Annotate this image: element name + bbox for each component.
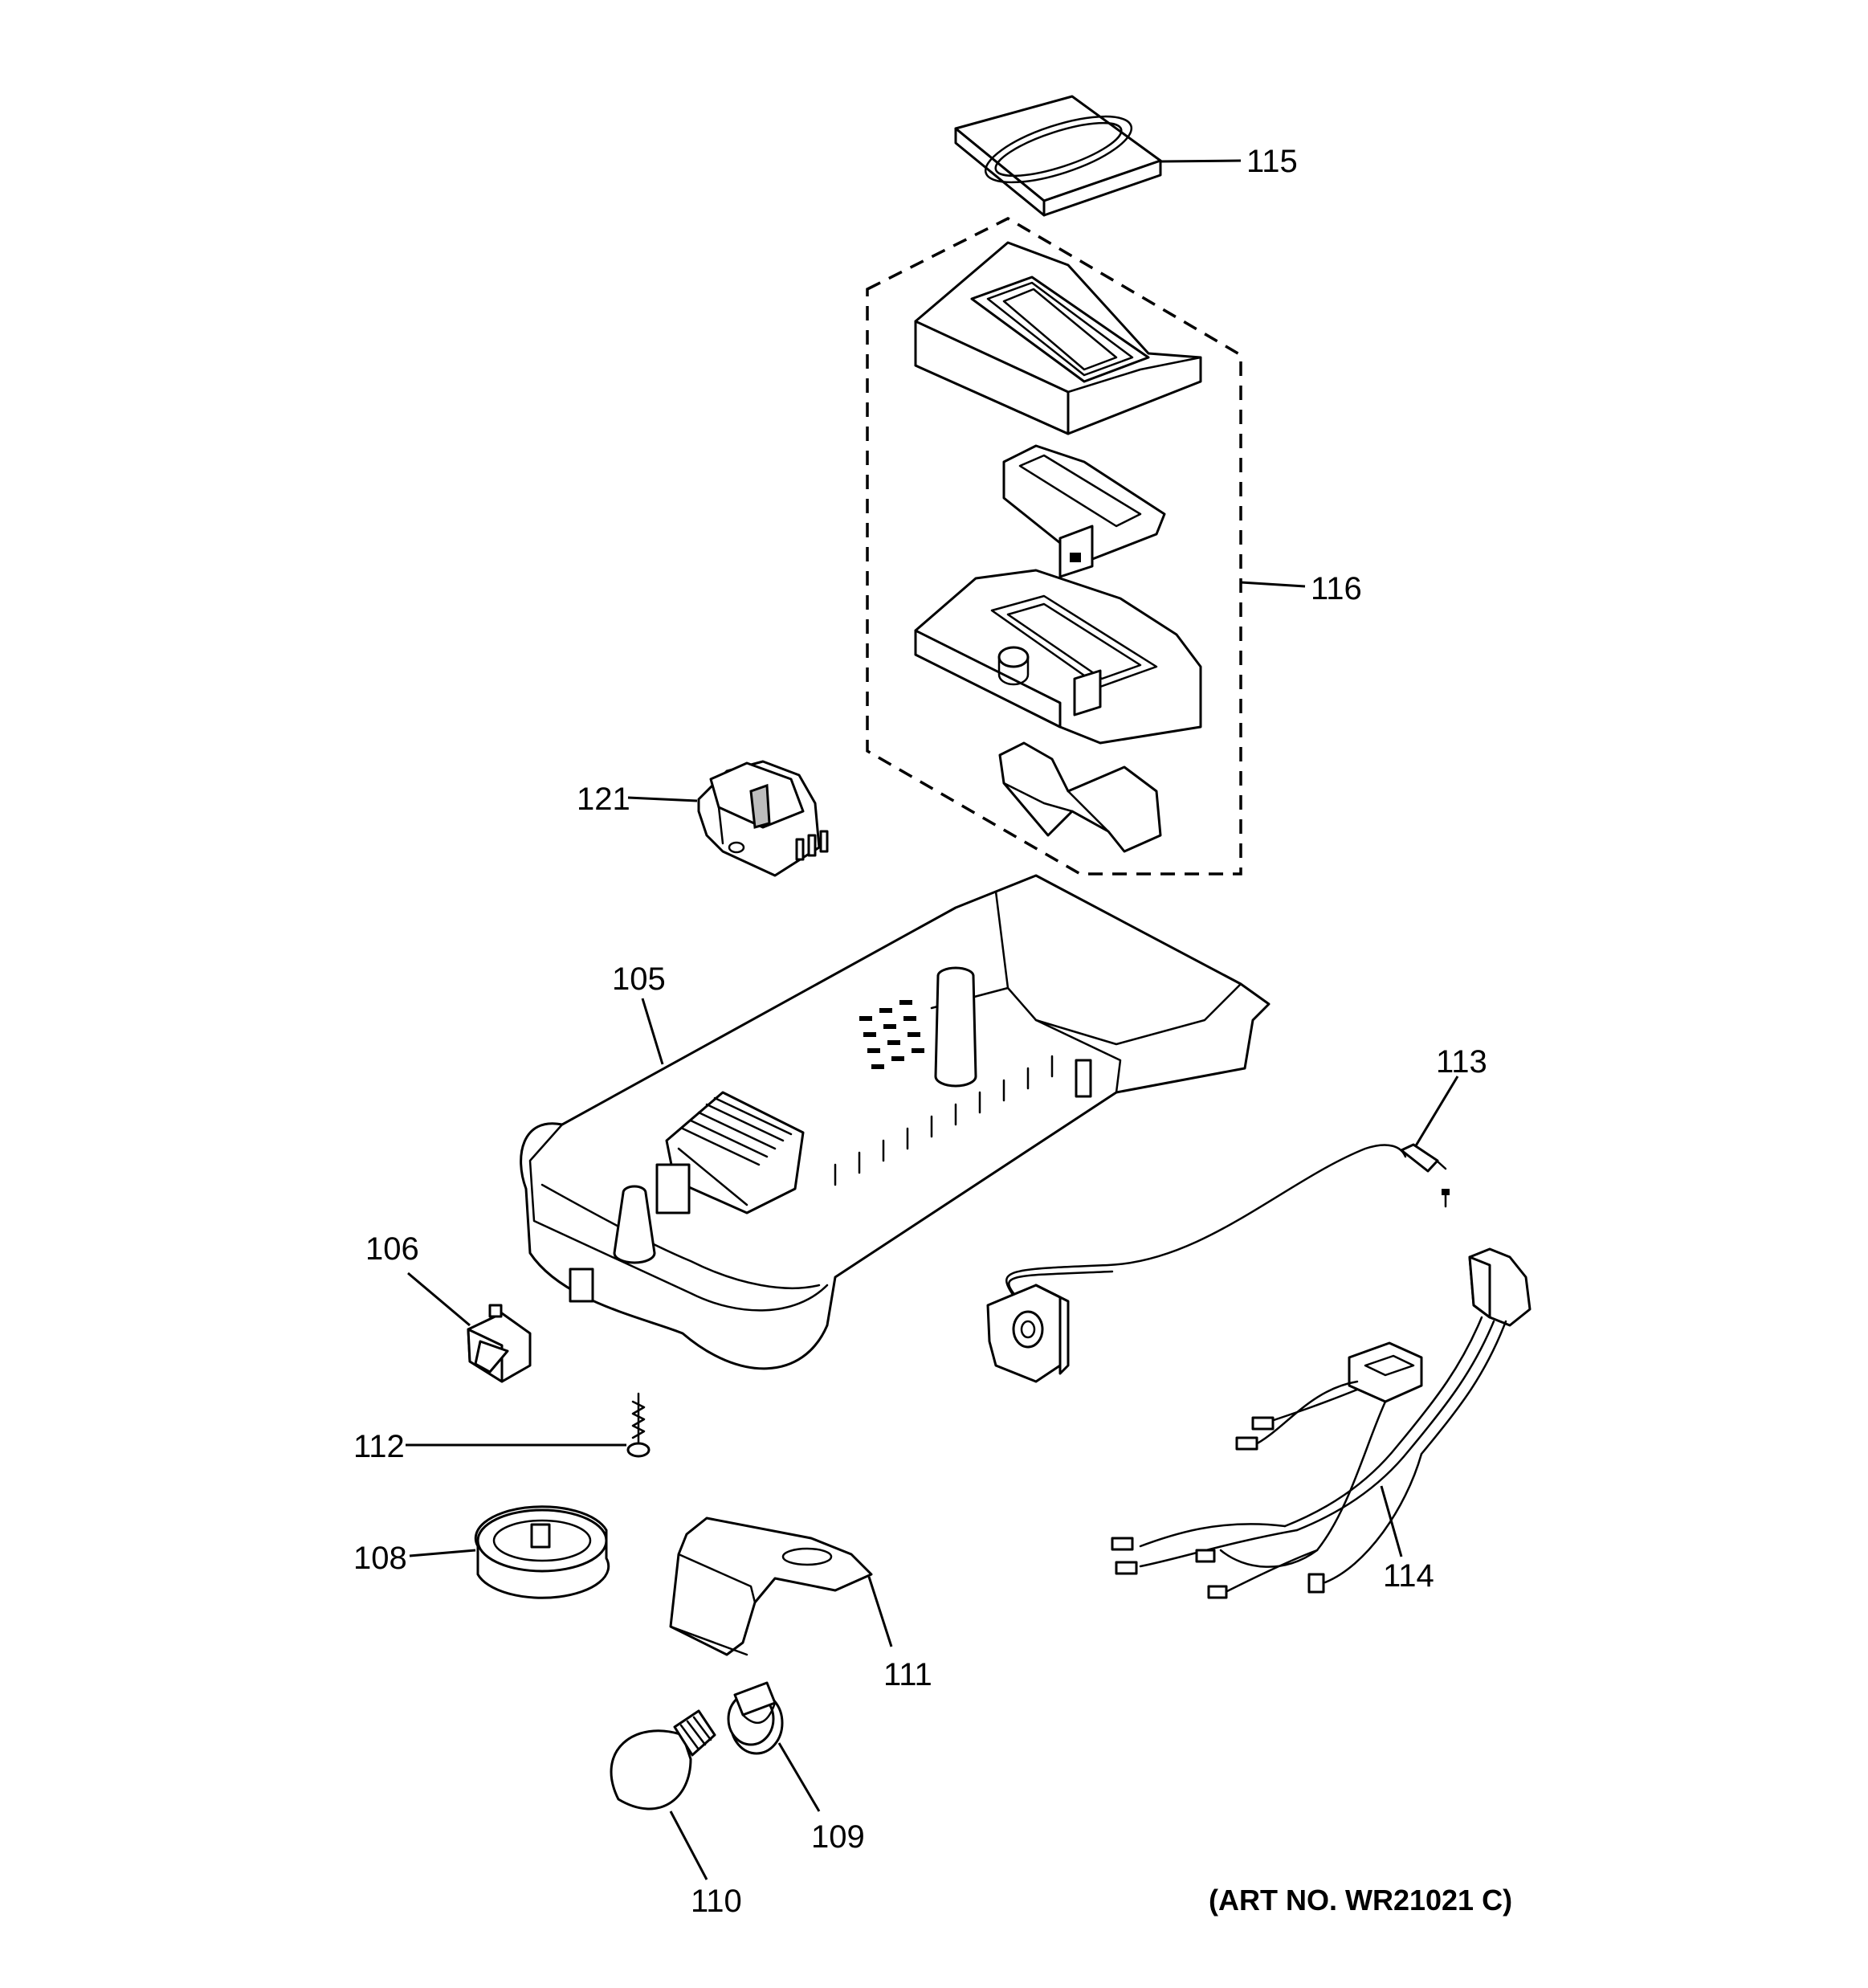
leader-106 (407, 1272, 471, 1327)
callout-110: 110 (691, 1884, 742, 1919)
leader-114 (1380, 1485, 1403, 1557)
leader-121 (627, 796, 698, 802)
callout-108: 108 (353, 1541, 407, 1576)
callout-112: 112 (353, 1429, 405, 1464)
callout-113: 113 (1436, 1044, 1487, 1080)
part-108-knob[interactable] (474, 1505, 610, 1599)
heat-sink (665, 1091, 805, 1214)
leader-111 (867, 1576, 893, 1647)
part-116-top-housing[interactable] (914, 241, 1202, 435)
callout-106: 106 (365, 1231, 419, 1267)
callout-121: 121 (577, 782, 630, 817)
part-106-switch[interactable] (467, 1304, 532, 1383)
housing-fins (834, 1055, 1054, 1186)
part-105-control-housing[interactable] (520, 874, 1270, 1370)
callout-116: 116 (1311, 571, 1362, 606)
leader-113 (1413, 1076, 1459, 1148)
callout-111: 111 (883, 1657, 932, 1692)
part-109-lamp-socket[interactable] (727, 1681, 784, 1755)
assembly-116-boundary (866, 217, 1242, 876)
leader-116 (1240, 581, 1306, 588)
part-110-light-bulb[interactable] (610, 1709, 716, 1810)
part-116-lower-housing[interactable] (914, 569, 1202, 745)
leader-110 (669, 1810, 708, 1880)
leader-105 (641, 998, 664, 1065)
part-114-wire-harness[interactable] (1111, 1247, 1532, 1599)
part-116-funnel[interactable] (1002, 444, 1166, 578)
art-number: (ART NO. WR21021 C) (1209, 1884, 1512, 1917)
callout-114: 114 (1383, 1558, 1434, 1594)
part-115-gasket[interactable] (954, 95, 1162, 217)
callout-109: 109 (811, 1819, 865, 1855)
part-116-bottom-bracket[interactable] (998, 741, 1162, 853)
vent-slots (859, 1000, 924, 1069)
part-111-bracket[interactable] (669, 1517, 873, 1656)
part-113-thermostat[interactable] (986, 1143, 1450, 1383)
part-121-defrost-timer[interactable] (697, 760, 829, 877)
part-112-screw[interactable] (626, 1392, 651, 1458)
callout-105: 105 (612, 961, 666, 997)
leader-109 (777, 1742, 821, 1812)
callout-115: 115 (1246, 144, 1298, 179)
leader-108 (409, 1549, 476, 1557)
